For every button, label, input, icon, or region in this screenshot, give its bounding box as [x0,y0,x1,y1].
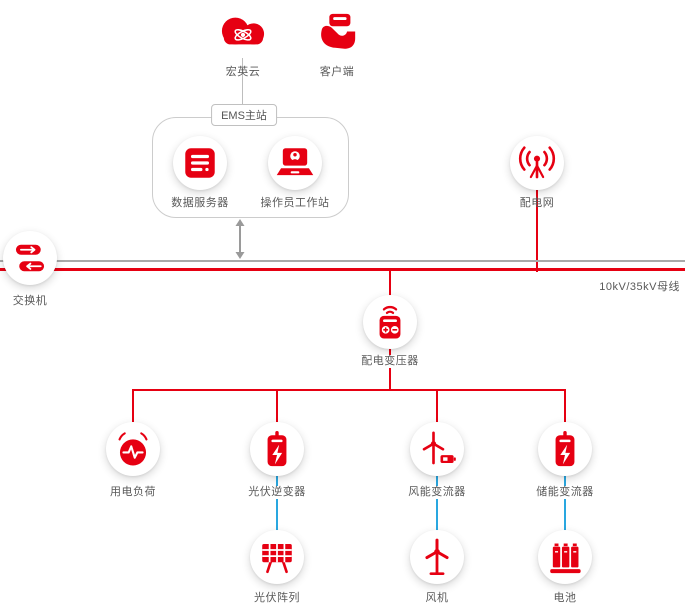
pv-array-icon [256,537,298,577]
wind-turbine-label: 风机 [425,592,449,604]
wind-converter-icon [416,428,458,470]
client-label: 客户端 [319,66,355,78]
pv-array-label: 光伏阵列 [254,592,300,604]
pv-inverter-label: 光伏逆变器 [245,486,309,499]
transformer-out-line [389,347,391,391]
antenna-icon [516,142,558,184]
wind-dc-line [436,474,438,532]
inverter-icon [547,428,583,470]
battery-node [538,530,592,584]
pv-dc-line [276,474,278,532]
electric-load-label: 用电负荷 [107,486,159,499]
transformer-feed-line [389,271,391,297]
client-icon [314,10,360,54]
storage-converter-label: 储能变流器 [533,486,597,499]
wind-converter-node [410,422,464,476]
distribution-transformer-label: 配电变压器 [358,355,422,368]
pv-inverter-drop-line [276,390,278,424]
battery-label: 电池 [553,592,577,604]
distribution-transformer-node [363,295,417,349]
load-icon [112,429,154,469]
electric-load-node [106,422,160,476]
cloud-to-ems-line [242,58,243,105]
double-arrow-icon [233,219,247,259]
grid-drop-line [536,186,538,272]
wind-converter-label: 风能变流器 [405,486,469,499]
pv-inverter-node [250,422,304,476]
operator-workstation-node [268,136,322,190]
load-drop-line [132,390,134,424]
pv-array-node [250,530,304,584]
workstation-icon [275,144,315,182]
ems-station-tag: EMS主站 [211,104,277,126]
server-icon [182,145,218,181]
cloud-icon [212,8,274,54]
storage-converter-drop-line [564,390,566,424]
cloud-label: 宏英云 [225,66,261,78]
wind-converter-drop-line [436,390,438,424]
wind-turbine-icon [416,535,458,579]
battery-dc-line [564,474,566,532]
feeder-line [132,389,566,391]
bus-red-line [0,268,685,271]
switch-node [3,231,57,285]
storage-converter-node [538,422,592,476]
battery-icon [545,536,585,578]
bus-label: 10kV/35kV母线 [599,281,680,293]
operator-workstation-label: 操作员工作站 [260,197,330,209]
inverter-icon [259,428,295,470]
data-server-node [173,136,227,190]
bus-gray-line [0,260,685,262]
data-server-label: 数据服务器 [171,197,229,209]
wind-turbine-node [410,530,464,584]
transformer-icon [370,301,410,343]
switch-icon [11,239,49,277]
distribution-grid-node [510,136,564,190]
distribution-grid-label: 配电网 [519,197,555,209]
switch-label: 交换机 [12,295,48,307]
